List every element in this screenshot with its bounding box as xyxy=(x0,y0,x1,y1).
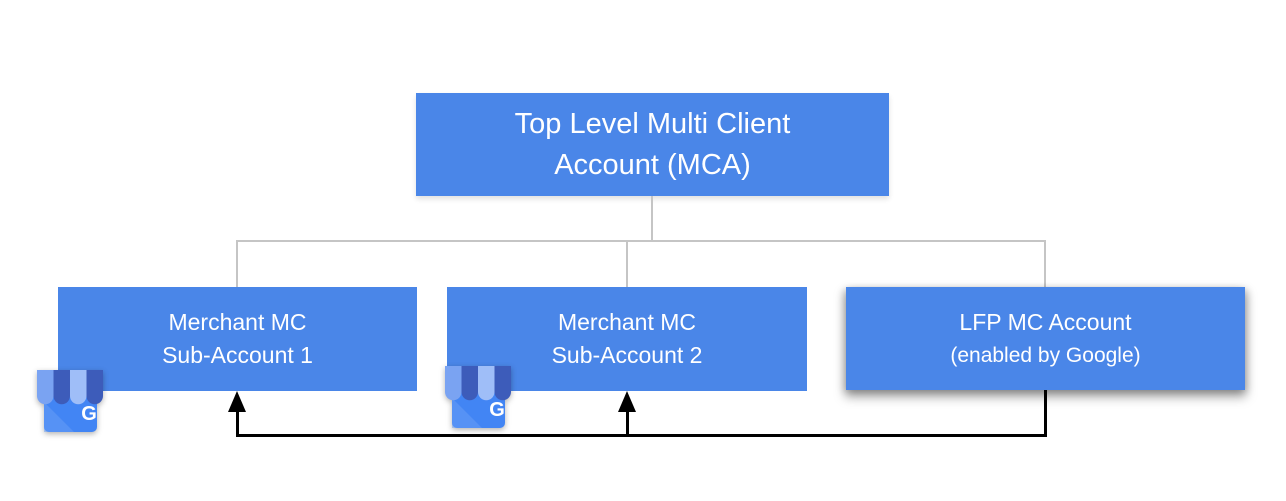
awning-stripe xyxy=(494,366,511,401)
awning-stripe xyxy=(445,366,462,401)
google-my-business-store-icon: G xyxy=(37,370,103,432)
lfp-arrow-vertical-to-sub1 xyxy=(236,411,239,435)
awning-stripe xyxy=(86,370,103,405)
arrow-up-icon xyxy=(618,391,636,412)
tree-connector-drop-sub2 xyxy=(626,241,628,287)
awning-stripe xyxy=(53,370,70,405)
tree-connector-drop-sub1 xyxy=(236,241,238,287)
node-label-line: (enabled by Google) xyxy=(950,343,1141,367)
node-label-line: LFP MC Account xyxy=(959,308,1132,335)
node-top-level-mca: Top Level Multi Client Account (MCA) xyxy=(416,93,889,196)
awning-stripe xyxy=(461,366,478,401)
lfp-arrow-horizontal xyxy=(236,434,1047,437)
store-fold xyxy=(452,398,482,428)
google-my-business-store-icon: G xyxy=(445,366,511,428)
arrow-up-icon xyxy=(228,391,246,412)
store-fold xyxy=(44,402,74,432)
node-label-line: Account (MCA) xyxy=(554,148,751,181)
node-label-line: Merchant MC xyxy=(168,309,307,335)
node-label-line: Sub-Account 1 xyxy=(162,342,313,368)
node-label-line: Top Level Multi Client xyxy=(514,107,791,140)
tree-connector-root-vertical xyxy=(651,196,653,242)
node-label-line: Merchant MC xyxy=(557,309,697,335)
lfp-arrow-vertical-to-sub2 xyxy=(626,411,629,435)
awning-stripe xyxy=(478,366,495,401)
tree-connector-horizontal xyxy=(236,240,1046,242)
node-lfp-mc-account: LFP MC Account (enabled by Google) xyxy=(846,287,1245,390)
awning-stripe xyxy=(37,370,54,405)
node-merchant-sub-account-1: Merchant MC Sub-Account 1 xyxy=(58,287,417,391)
lfp-arrow-vertical-from-lfp xyxy=(1044,390,1047,436)
google-g-letter: G xyxy=(81,403,97,425)
tree-connector-drop-lfp xyxy=(1044,241,1046,287)
node-label-line: Sub-Account 2 xyxy=(551,342,703,368)
google-g-letter: G xyxy=(489,399,505,421)
awning-stripe xyxy=(70,370,87,405)
